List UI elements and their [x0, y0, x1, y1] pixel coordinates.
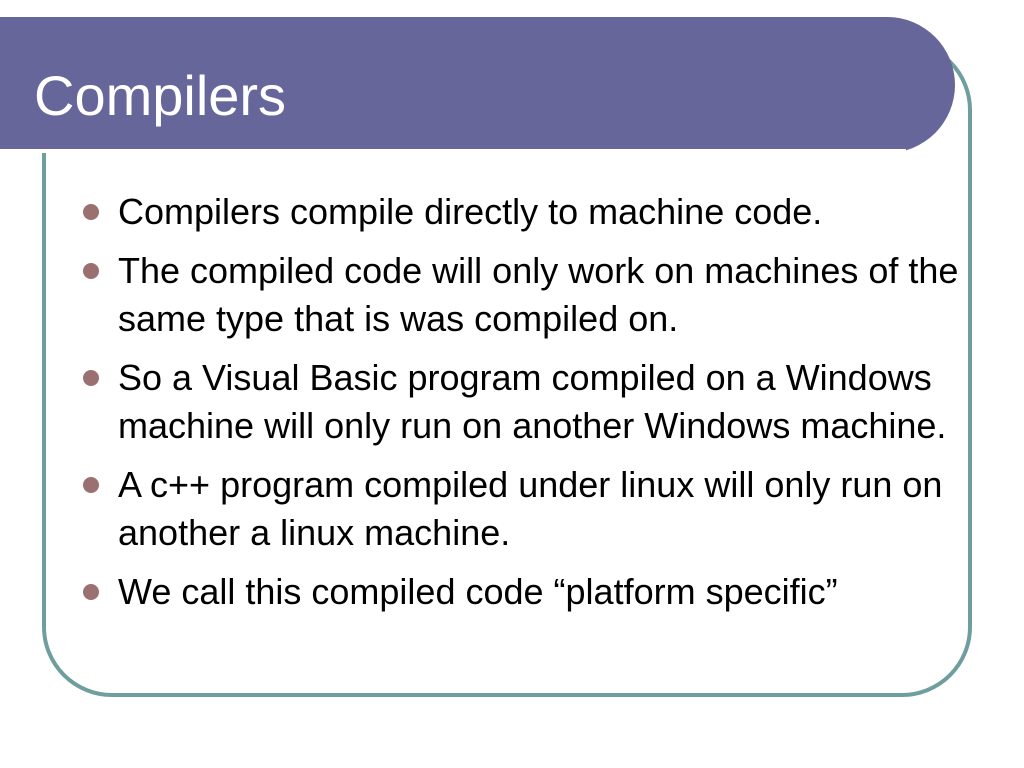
title-underline — [0, 149, 906, 153]
bullet-item: A c++ program compiled under linux will … — [80, 461, 960, 557]
bullet-text: Compilers compile directly to machine co… — [118, 191, 823, 232]
bullet-text: We call this compiled code “platform spe… — [118, 571, 838, 612]
bullet-text: A c++ program compiled under linux will … — [118, 464, 943, 553]
bullet-item: We call this compiled code “platform spe… — [80, 568, 960, 616]
bullet-dot-icon — [83, 370, 99, 386]
bullet-dot-icon — [83, 584, 99, 600]
slide-title: Compilers — [34, 64, 287, 127]
bullet-item: Compilers compile directly to machine co… — [80, 188, 960, 236]
bullet-dot-icon — [83, 204, 99, 220]
title-bar: Compilers — [0, 17, 955, 153]
bullet-item: So a Visual Basic program compiled on a … — [80, 354, 960, 450]
bullet-dot-icon — [83, 263, 99, 279]
bullet-text: The compiled code will only work on mach… — [118, 250, 959, 339]
bullet-item: The compiled code will only work on mach… — [80, 247, 960, 343]
bullet-list: Compilers compile directly to machine co… — [80, 188, 960, 627]
bullet-text: So a Visual Basic program compiled on a … — [118, 357, 947, 446]
bullet-dot-icon — [83, 477, 99, 493]
